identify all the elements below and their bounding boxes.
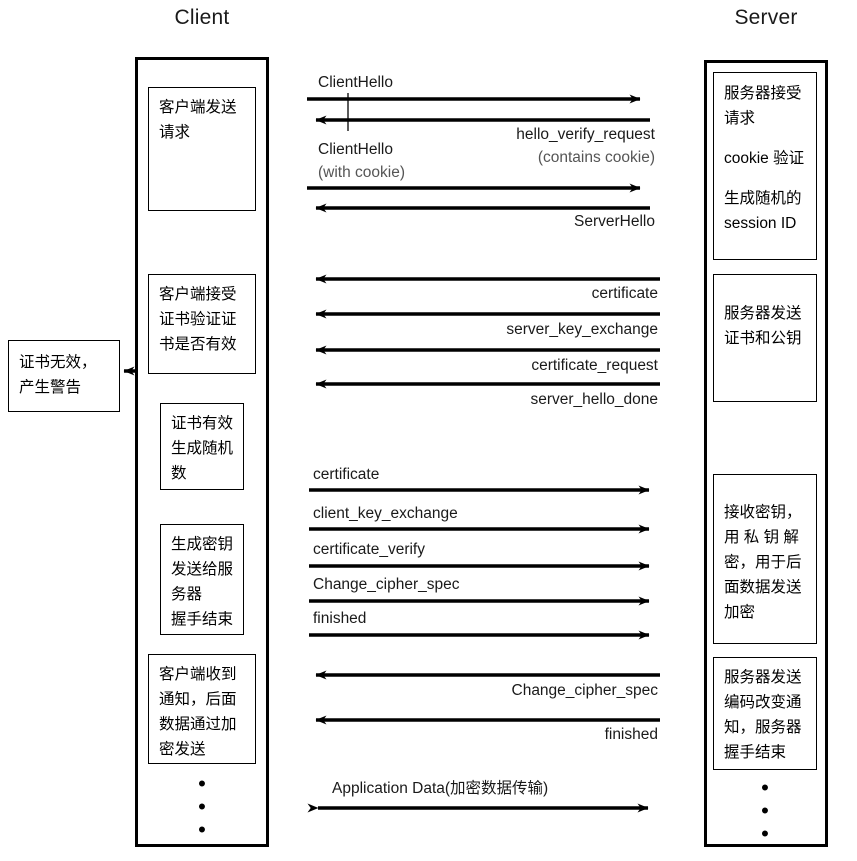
server-receive-key-line-0: 接收密钥，: [724, 504, 802, 521]
client-certificate-valid-box: 证书有效 生成随机 数: [160, 403, 244, 490]
label-certificate-up: certificate: [313, 466, 380, 483]
server-accept-request-line-3: cookie 验证: [724, 150, 805, 168]
client-received-notice-line-1: 通知，后面: [159, 691, 237, 709]
server-send-certificate-line-1: 证书和公钥: [724, 330, 802, 348]
server-accept-request-line-1: 请求: [724, 110, 756, 128]
label-server-hello-done: server_hello_done: [530, 391, 658, 408]
server-dot-1: •: [761, 798, 769, 824]
client-certificate-valid-line-1: 生成随机: [171, 440, 234, 458]
label-change-cipher-spec-up: Change_cipher_spec: [313, 576, 460, 593]
client-send-request-line-0: 客户端发送: [159, 99, 237, 116]
label-change-cipher-spec-down: Change_cipher_spec: [511, 682, 659, 699]
label-server-hello: ServerHello: [574, 213, 655, 230]
client-received-notice-line-3: 密发送: [159, 741, 206, 759]
label-server-key-exchange: server_key_exchange: [506, 321, 658, 338]
client-certificate-valid-line-2: 数: [171, 465, 187, 483]
server-accept-request-line-6: session ID: [724, 215, 797, 233]
client-dot-0: •: [198, 771, 206, 796]
server-send-certificate-box: 服务器发送 证书和公钥: [713, 274, 817, 402]
server-cipher-change-notice-box: 服务器发送 编码改变通 知，服务器 握手结束: [713, 657, 817, 770]
label-application-data: Application Data(加密数据传输): [332, 780, 549, 797]
label-finished-up: finished: [313, 610, 367, 627]
client-verify-certificate-box: 客户端接受 证书验证证 书是否有效: [148, 274, 256, 374]
label-client-hello-cookie: ClientHello: [318, 141, 393, 158]
client-dot-1: •: [198, 794, 206, 820]
label-client-hello: ClientHello: [318, 74, 393, 91]
certificate-invalid-alert-box: 证书无效， 产生警告: [8, 340, 120, 412]
server-cipher-change-notice-line-1: 编码改变通: [724, 694, 802, 712]
server-receive-key-line-4: 加密: [724, 604, 756, 622]
server-accept-request-line-5: 生成随机的: [724, 190, 802, 208]
server-dot-2: •: [761, 821, 769, 847]
server-cipher-change-notice-line-3: 握手结束: [724, 744, 787, 762]
server-accept-request-spacer-1: [724, 171, 807, 186]
column-title-server: Server: [734, 6, 798, 29]
server-dot-0: •: [761, 775, 769, 800]
client-certificate-valid-line-0: 证书有效: [171, 415, 234, 432]
label-certificate-verify: certificate_verify: [313, 541, 425, 558]
label-hello-verify-request: hello_verify_request: [516, 126, 655, 143]
client-generate-key-box: 生成密钥 发送给服 务器 握手结束: [160, 524, 244, 635]
server-receive-key-line-2: 密，用于后: [724, 554, 802, 572]
label-hello-verify-request-sub: (contains cookie): [537, 149, 655, 166]
client-send-request-line-1: 请求: [159, 124, 191, 142]
label-client-hello-cookie-sub: (with cookie): [318, 164, 405, 181]
label-client-key-exchange: client_key_exchange: [313, 505, 458, 522]
client-generate-key-line-3: 握手结束: [171, 611, 234, 629]
server-receive-key-box: 接收密钥， 用 私 钥 解 密，用于后 面数据发送 加密: [713, 474, 817, 644]
server-accept-request-line-0: 服务器接受: [724, 85, 802, 102]
server-accept-request-box: 服务器接受 请求 cookie 验证 生成随机的 session ID: [713, 72, 817, 260]
label-certificate-request: certificate_request: [531, 357, 658, 374]
client-received-notice-line-2: 数据通过加: [159, 716, 237, 734]
certificate-invalid-alert-line-1: 产生警告: [19, 379, 82, 397]
client-received-notice-box: 客户端收到 通知，后面 数据通过加 密发送: [148, 654, 256, 764]
client-verify-certificate-line-1: 证书验证证: [159, 311, 237, 329]
server-accept-request-spacer-0: [724, 131, 807, 146]
certificate-invalid-alert-line-0: 证书无效，: [19, 354, 97, 371]
server-send-certificate-line-0: 服务器发送: [724, 305, 802, 322]
client-dot-2: •: [198, 817, 206, 843]
client-generate-key-line-1: 发送给服: [171, 561, 234, 579]
label-finished-down: finished: [604, 726, 658, 743]
server-receive-key-line-3: 面数据发送: [724, 579, 802, 597]
server-receive-key-line-1: 用 私 钥 解: [724, 529, 799, 547]
client-verify-certificate-line-2: 书是否有效: [159, 336, 237, 354]
server-cipher-change-notice-line-0: 服务器发送: [724, 669, 802, 686]
server-cipher-change-notice-line-2: 知，服务器: [724, 719, 802, 737]
column-title-client: Client: [174, 6, 230, 29]
client-received-notice-line-0: 客户端收到: [159, 666, 237, 683]
client-send-request-box: 客户端发送 请求: [148, 87, 256, 211]
client-generate-key-line-2: 务器: [171, 586, 203, 604]
client-generate-key-line-0: 生成密钥: [171, 536, 234, 553]
server-continuation-dots: • • •: [713, 776, 817, 845]
client-continuation-dots: • • •: [148, 772, 256, 841]
label-certificate-down: certificate: [591, 285, 658, 302]
client-verify-certificate-line-0: 客户端接受: [159, 286, 237, 303]
